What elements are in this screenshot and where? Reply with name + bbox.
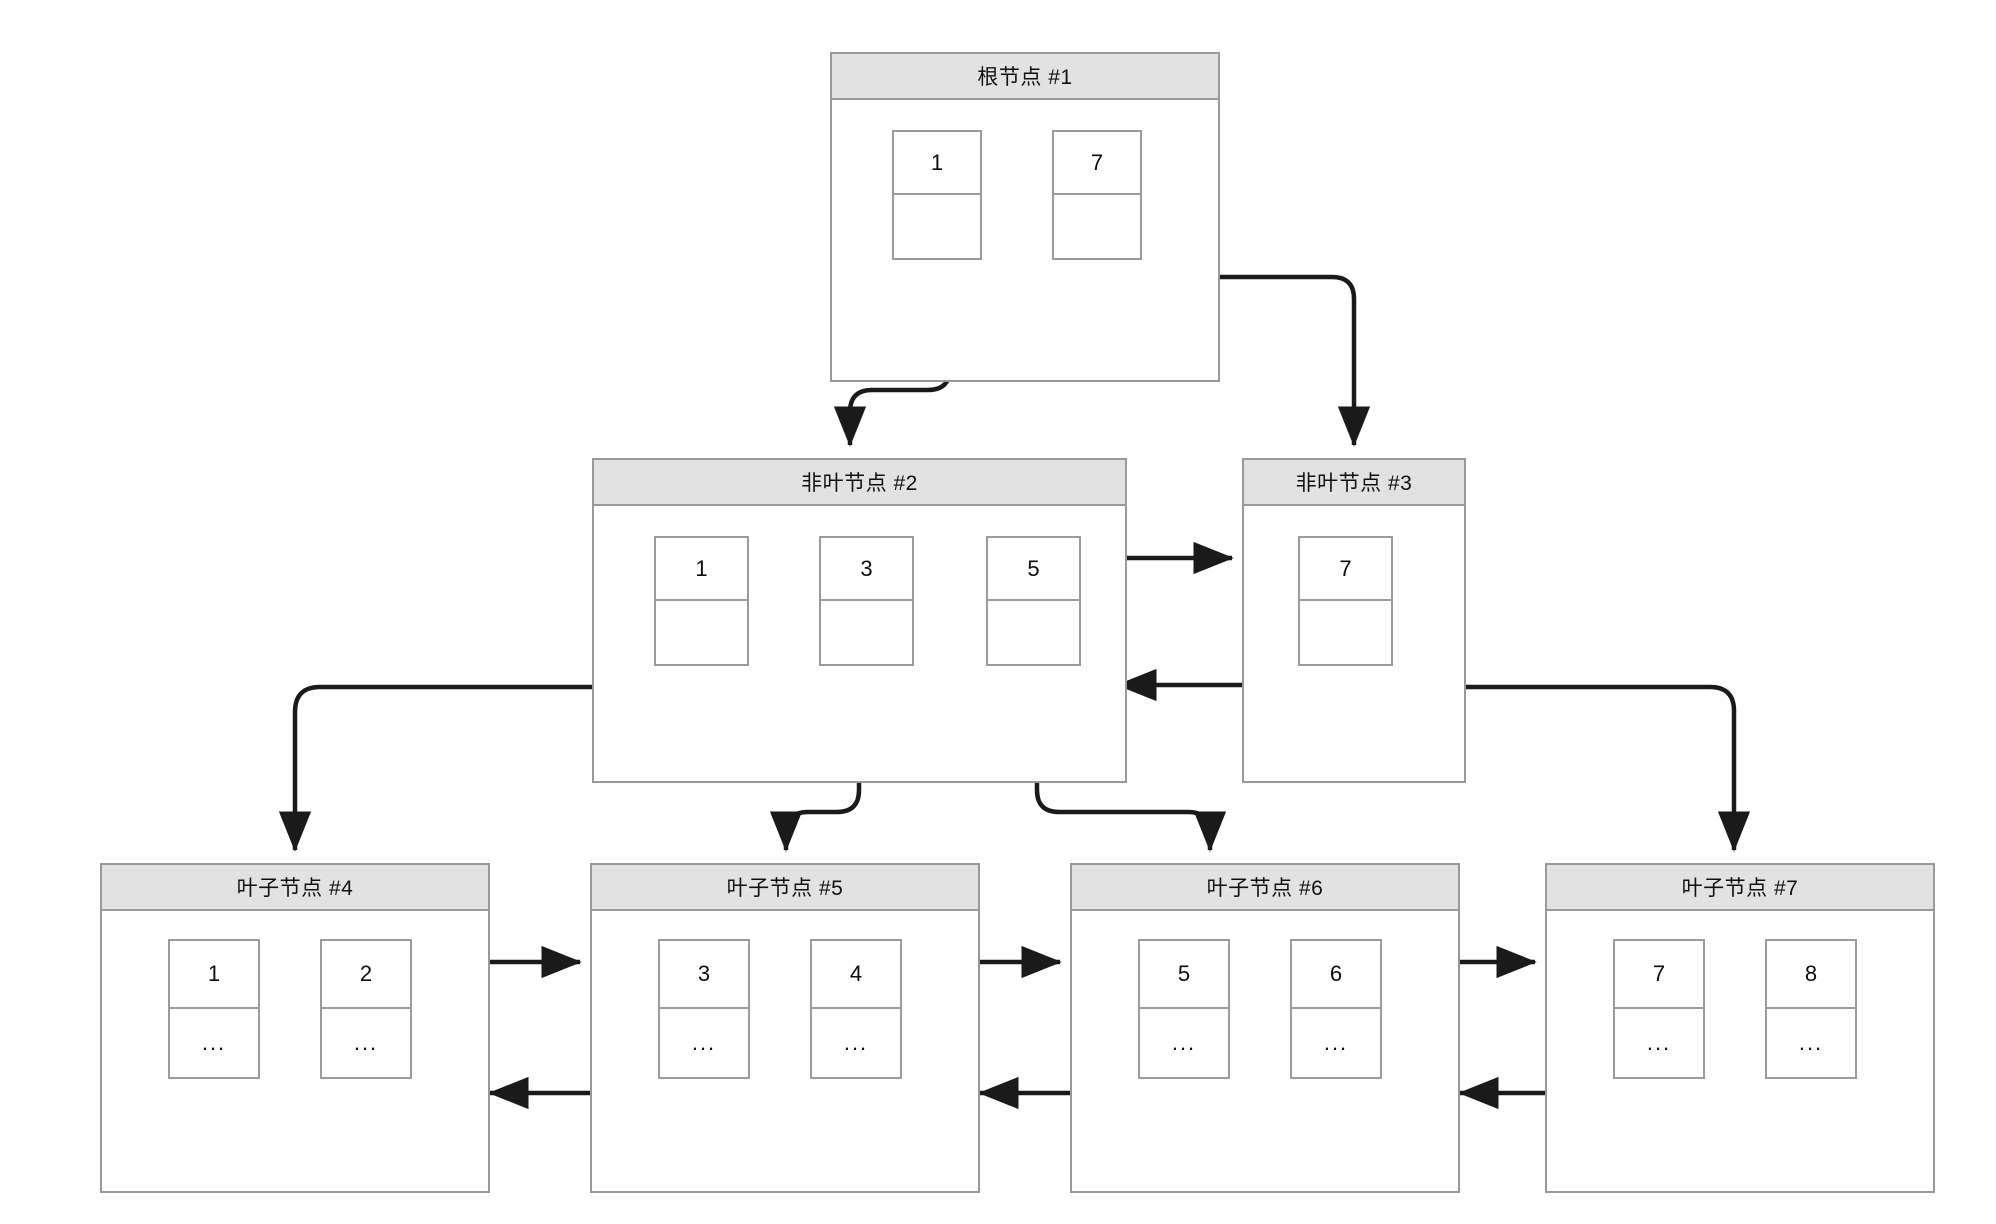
node-internal-2-cell-2-pointer [988, 601, 1079, 664]
edge-internal2-to-leaf5 [769, 688, 862, 852]
node-leaf-6[interactable]: 叶子节点 #6 5 ... 6 ... [1070, 863, 1460, 1193]
node-root-1-cell-0[interactable]: 1 [892, 130, 982, 260]
node-internal-2-body: 1 3 5 [594, 506, 1125, 781]
node-internal-3-cell-0-key: 7 [1300, 538, 1391, 601]
node-internal-2-header: 非叶节点 #2 [594, 460, 1125, 506]
edge-root-to-internal3 [1110, 274, 1371, 447]
node-leaf-6-body: 5 ... 6 ... [1072, 911, 1458, 1191]
node-root-1-cell-1[interactable]: 7 [1052, 130, 1142, 260]
node-leaf-6-cell-0-key: 5 [1140, 941, 1228, 1009]
node-internal-2[interactable]: 非叶节点 #2 1 3 5 [592, 458, 1127, 783]
node-leaf-5-cell-1-key: 4 [812, 941, 900, 1009]
node-leaf-4[interactable]: 叶子节点 #4 1 ... 2 ... [100, 863, 490, 1193]
node-leaf-5-header: 叶子节点 #5 [592, 865, 978, 911]
node-internal-2-cell-2[interactable]: 5 [986, 536, 1081, 666]
node-leaf-6-cell-1[interactable]: 6 ... [1290, 939, 1382, 1079]
node-root-1-cell-1-pointer [1054, 195, 1140, 258]
node-leaf-5-cell-0-key: 3 [660, 941, 748, 1009]
node-internal-2-cell-0[interactable]: 1 [654, 536, 749, 666]
node-leaf-4-cell-0-key: 1 [170, 941, 258, 1009]
node-internal-2-cell-0-key: 1 [656, 538, 747, 601]
node-root-1-cell-0-key: 1 [894, 132, 980, 195]
node-internal-3[interactable]: 非叶节点 #3 7 [1242, 458, 1466, 783]
node-leaf-6-cell-1-value: ... [1323, 1030, 1349, 1055]
node-internal-2-cell-1-pointer [821, 601, 912, 664]
node-leaf-7-body: 7 ... 8 ... [1547, 911, 1933, 1191]
node-internal-2-cell-1[interactable]: 3 [819, 536, 914, 666]
node-leaf-4-header: 叶子节点 #4 [102, 865, 488, 911]
node-leaf-7-cell-0-value: ... [1646, 1030, 1672, 1055]
node-leaf-4-body: 1 ... 2 ... [102, 911, 488, 1191]
node-leaf-5-cell-1-value: ... [843, 1030, 869, 1055]
node-leaf-6-cell-0[interactable]: 5 ... [1138, 939, 1230, 1079]
node-internal-2-cell-0-pointer [656, 601, 747, 664]
node-leaf-4-cell-1-value: ... [353, 1030, 379, 1055]
node-leaf-4-cell-0-value: ... [201, 1030, 227, 1055]
node-leaf-5-body: 3 ... 4 ... [592, 911, 978, 1191]
node-leaf-7-header: 叶子节点 #7 [1547, 865, 1933, 911]
node-leaf-5-cell-0-value: ... [691, 1030, 717, 1055]
node-root-1-cell-1-key: 7 [1054, 132, 1140, 195]
node-leaf-7-cell-0-key: 7 [1615, 941, 1703, 1009]
node-leaf-5[interactable]: 叶子节点 #5 3 ... 4 ... [590, 863, 980, 1193]
node-leaf-4-cell-1[interactable]: 2 ... [320, 939, 412, 1079]
node-leaf-6-header: 叶子节点 #6 [1072, 865, 1458, 911]
edge-internal2-to-leaf6 [1034, 688, 1227, 852]
node-leaf-6-cell-0-value: ... [1171, 1030, 1197, 1055]
node-root-1[interactable]: 根节点 #1 1 7 [830, 52, 1220, 382]
edge-internal2-to-leaf4 [278, 684, 700, 852]
node-leaf-5-cell-1[interactable]: 4 ... [810, 939, 902, 1079]
node-leaf-7-cell-1-value: ... [1798, 1030, 1824, 1055]
node-internal-2-cell-2-key: 5 [988, 538, 1079, 601]
node-internal-2-cell-1-key: 3 [821, 538, 912, 601]
node-leaf-4-cell-1-key: 2 [322, 941, 410, 1009]
node-leaf-4-cell-0[interactable]: 1 ... [168, 939, 260, 1079]
node-root-1-cell-0-pointer [894, 195, 980, 258]
node-internal-3-body: 7 [1244, 506, 1464, 781]
node-leaf-7-cell-1[interactable]: 8 ... [1765, 939, 1857, 1079]
node-root-1-header: 根节点 #1 [832, 54, 1218, 100]
node-root-1-body: 1 7 [832, 100, 1218, 380]
node-leaf-6-cell-1-key: 6 [1292, 941, 1380, 1009]
node-internal-3-cell-0[interactable]: 7 [1298, 536, 1393, 666]
node-internal-3-cell-0-pointer [1300, 601, 1391, 664]
node-leaf-7-cell-0[interactable]: 7 ... [1613, 939, 1705, 1079]
edge-internal3-to-leaf7 [1345, 684, 1751, 852]
node-leaf-5-cell-0[interactable]: 3 ... [658, 939, 750, 1079]
node-leaf-7[interactable]: 叶子节点 #7 7 ... 8 ... [1545, 863, 1935, 1193]
node-leaf-7-cell-1-key: 8 [1767, 941, 1855, 1009]
node-internal-3-header: 非叶节点 #3 [1244, 460, 1464, 506]
